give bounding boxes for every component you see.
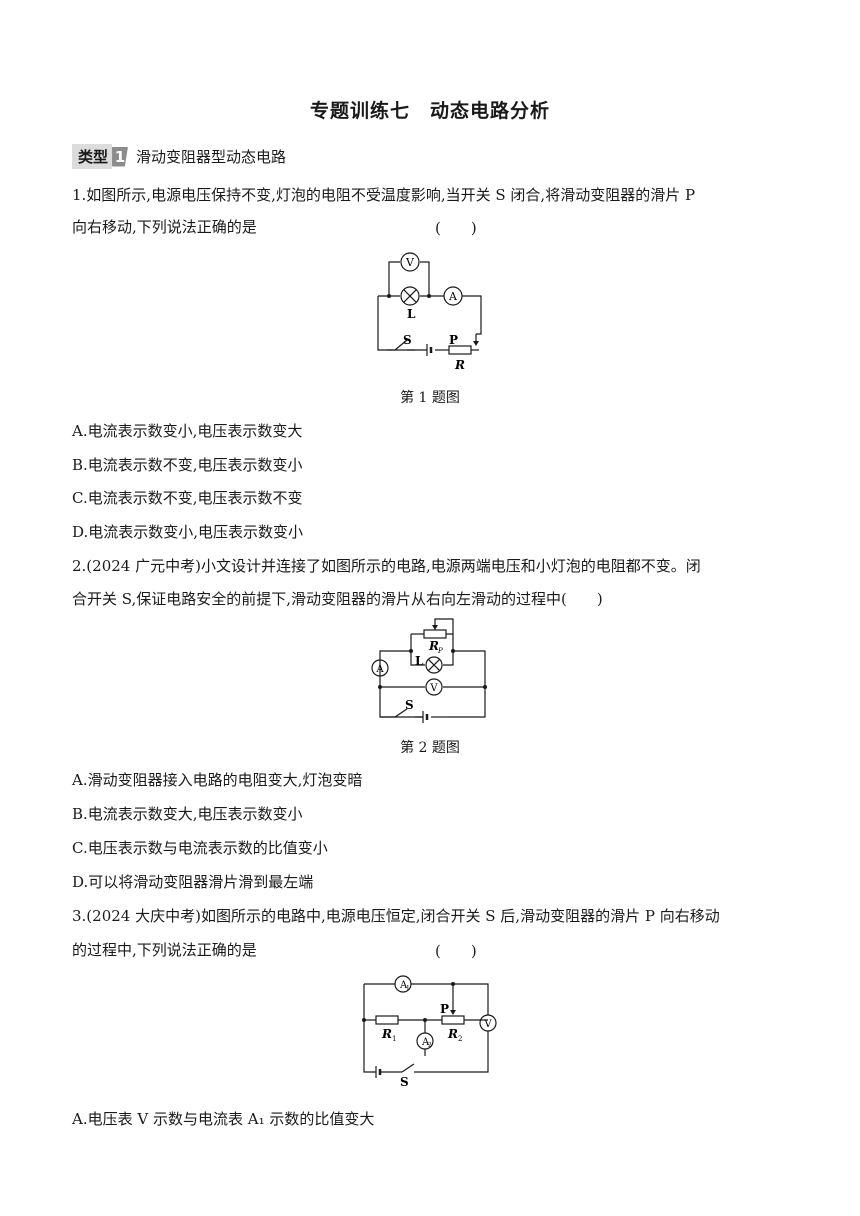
q3-option-a: A.电压表 V 示数与电流表 A₁ 示数的比值变大 <box>72 1110 375 1128</box>
q1-answer-blank: ( ) <box>435 219 477 237</box>
svg-text:2: 2 <box>458 1035 462 1043</box>
q1-circuit-diagram: V A L S P R <box>377 252 482 372</box>
q3-stem-line2: 的过程中,下列说法正确的是 <box>72 941 257 959</box>
q2-option-d: D.可以将滑动变阻器滑片滑到最左端 <box>72 873 314 891</box>
q3-circuit-diagram: A 1 A 2 V P R 1 R 2 S <box>362 975 497 1088</box>
section-number: 1 <box>112 146 129 167</box>
q1-option-a: A.电流表示数变小,电压表示数变大 <box>72 422 303 440</box>
svg-text:P: P <box>437 647 443 655</box>
section-header: 类型 1 滑动变阻器型动态电路 <box>72 144 286 169</box>
q2-caption: 第 2 题图 <box>400 740 460 756</box>
svg-text:A: A <box>375 664 384 675</box>
svg-text:1: 1 <box>406 985 410 992</box>
q1-option-c: C.电流表示数不变,电压表示数不变 <box>72 489 303 507</box>
voltmeter-icon <box>479 1014 497 1032</box>
q2-stem-line2: 合开关 S,保证电路安全的前提下,滑动变阻器的滑片从右向左滑动的过程中( ) <box>72 590 603 608</box>
q2-option-b: B.电流表示数变大,电压表示数变小 <box>72 805 303 823</box>
q3-stem-line1: 3.(2024 大庆中考)如图所示的电路中,电源电压恒定,闭合开关 S 后,滑动… <box>72 907 720 925</box>
svg-text:V: V <box>483 1019 492 1030</box>
q1-option-b: B.电流表示数不变,电压表示数变小 <box>72 456 303 474</box>
svg-text:1: 1 <box>392 1035 396 1043</box>
voltmeter-icon <box>400 252 420 272</box>
svg-text:L: L <box>415 654 424 668</box>
q1-stem-line2: 向右移动,下列说法正确的是 <box>72 218 257 236</box>
svg-text:R: R <box>447 1027 458 1041</box>
ammeter-icon <box>443 286 463 306</box>
q1-caption: 第 1 题图 <box>400 390 460 406</box>
q3-answer-blank: ( ) <box>435 942 477 960</box>
q2-stem-line1: 2.(2024 广元中考)小文设计并连接了如图所示的电路,电源两端电压和小灯泡的… <box>72 557 701 575</box>
svg-text:2: 2 <box>428 1042 432 1049</box>
svg-text:A: A <box>399 980 408 991</box>
svg-text:P: P <box>440 1002 449 1016</box>
svg-text:A: A <box>448 290 458 303</box>
svg-text:V: V <box>429 683 438 694</box>
svg-text:A: A <box>421 1037 430 1048</box>
q2-option-c: C.电压表示数与电流表示数的比值变小 <box>72 839 328 857</box>
q2-circuit-diagram: R P L A V S <box>371 618 487 723</box>
svg-text:R: R <box>381 1027 392 1041</box>
q2-option-a: A.滑动变阻器接入电路的电阻变大,灯泡变暗 <box>72 771 363 789</box>
svg-text:S: S <box>403 333 412 347</box>
ammeter-a2-icon <box>416 1032 434 1050</box>
section-tag: 类型 <box>72 144 113 169</box>
ammeter-icon <box>371 659 389 677</box>
q1-option-d: D.电流表示数变小,电压表示数变小 <box>72 523 304 541</box>
page-title: 专题训练七 动态电路分析 <box>309 100 550 122</box>
ammeter-a1-icon <box>394 975 412 993</box>
svg-text:S: S <box>400 1075 409 1088</box>
svg-text:L: L <box>407 307 416 321</box>
svg-text:R: R <box>454 358 465 372</box>
voltmeter-icon <box>425 678 443 696</box>
q1-stem-line1: 1.如图所示,电源电压保持不变,灯泡的电阻不受温度影响,当开关 S 闭合,将滑动… <box>72 186 696 204</box>
svg-text:R: R <box>428 639 439 653</box>
section-name: 滑动变阻器型动态电路 <box>136 148 287 166</box>
lamp-icon <box>425 656 443 674</box>
lamp-icon <box>400 286 420 306</box>
svg-text:P: P <box>449 333 458 347</box>
svg-text:S: S <box>405 698 414 712</box>
svg-text:V: V <box>405 256 415 269</box>
